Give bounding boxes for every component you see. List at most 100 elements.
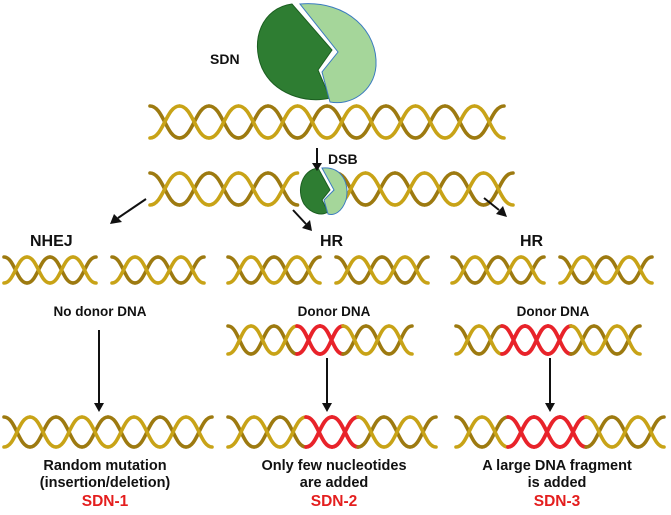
dna-strand-front — [2, 415, 32, 449]
sdn2-caption-line1: Only few nucleotides — [261, 458, 406, 474]
sdn3-title: SDN-3 — [534, 493, 581, 510]
sdn-label: SDN — [210, 51, 240, 67]
dna-strand-front — [226, 415, 256, 449]
dna-strand-front — [341, 324, 368, 356]
donor-segment-strand — [523, 324, 550, 356]
arrow-to-nhej — [117, 198, 147, 219]
dna-strand-front — [615, 324, 642, 356]
donor-right-label: Donor DNA — [517, 304, 590, 319]
dna-strand-front — [158, 415, 188, 449]
arrow-to-hr-right — [483, 197, 500, 211]
arrow-to-hr-middle — [292, 209, 307, 225]
no-donor-label: No donor DNA — [54, 304, 147, 319]
dna-strand-front — [236, 104, 270, 140]
dna-strand-front — [148, 104, 182, 140]
sdn1-caption-line1: Random mutation — [43, 458, 166, 474]
dna-strand-front — [2, 255, 29, 285]
dna-strand-front — [295, 104, 329, 140]
dna-strand-front — [278, 415, 308, 449]
dna-strand-front — [249, 255, 276, 285]
dna-strand-front — [236, 171, 270, 207]
dna-strand-front — [266, 104, 300, 140]
arrow-to-hr-right-head — [496, 206, 507, 217]
arrow-to-sdn1-head — [94, 403, 104, 412]
dna-strand-front — [295, 255, 322, 285]
dna-strand-front — [249, 324, 276, 356]
dna-strand-front — [443, 104, 477, 140]
dna-strand-front — [132, 415, 162, 449]
result-dna-sdn1 — [2, 415, 214, 449]
dna-strand-front — [382, 415, 412, 449]
dna-strand-front — [627, 255, 654, 285]
donor-segment-strand — [295, 324, 322, 356]
donor-dna-middle — [226, 324, 414, 356]
dna-strand-front — [272, 255, 299, 285]
dna-strand-front — [408, 415, 438, 449]
broken-dna-pieces — [2, 255, 654, 285]
dna-strand-front — [207, 104, 241, 140]
sdn2-caption-line2: are added — [300, 475, 369, 491]
dna-strand-front — [156, 255, 183, 285]
nhej-label: NHEJ — [30, 233, 73, 250]
result-dna-sdn2 — [226, 415, 438, 449]
arrow-to-sdn2-head — [322, 403, 332, 412]
donor-segment-strand — [506, 415, 536, 449]
donor-segment-strand — [304, 415, 334, 449]
dna-strand-front — [380, 255, 407, 285]
sdn1-title: SDN-1 — [82, 493, 129, 510]
dna-strand-front — [384, 104, 418, 140]
dna-strand-front — [610, 415, 640, 449]
dna-strand-front — [569, 324, 596, 356]
dna-strand-front — [581, 255, 608, 285]
donor-segment-strand — [500, 324, 527, 356]
sdn-cut-enzyme-icon — [300, 167, 348, 215]
donor-dna-right — [454, 324, 642, 356]
arrow-to-dsb-head — [312, 163, 322, 171]
dna-strand-front — [357, 255, 384, 285]
dna-strand-front — [28, 415, 58, 449]
sdn-enzyme-icon — [257, 3, 377, 104]
dna-strand-front — [604, 255, 631, 285]
dna-strand-front — [450, 255, 477, 285]
arrow-to-sdn3-head — [545, 403, 555, 412]
hr-middle-label: HR — [320, 233, 344, 250]
sdn3-caption-line2: is added — [528, 475, 587, 491]
dna-strand-front — [110, 255, 137, 285]
hr-right-label: HR — [520, 233, 544, 250]
donor-segment-strand — [558, 415, 588, 449]
dna-strand-front — [481, 171, 515, 207]
donor-segment-strand — [318, 324, 345, 356]
dna-strand-front — [54, 415, 84, 449]
dna-strand-front — [80, 415, 110, 449]
dna-strand-front — [519, 255, 546, 285]
sdn1-caption-line2: (insertion/deletion) — [40, 475, 171, 491]
dna-strand-front — [480, 415, 510, 449]
dna-strand-front — [334, 255, 361, 285]
arrow-to-nhej-head — [110, 214, 122, 224]
dna-strand-front — [454, 324, 481, 356]
dna-strand-front — [558, 255, 585, 285]
dna-strand-front — [496, 255, 523, 285]
dna-strand-front — [266, 171, 300, 207]
dna-strand-front — [472, 104, 506, 140]
dna-strand-front — [133, 255, 160, 285]
dna-strand-front — [356, 415, 386, 449]
dna-strand-front — [179, 255, 206, 285]
dna-strand-front — [584, 415, 614, 449]
dna-strand-front — [252, 415, 282, 449]
dna-cut-strand — [148, 171, 515, 207]
dna-strand-front — [477, 324, 504, 356]
dna-intact — [148, 104, 506, 140]
donor-segment-strand — [330, 415, 360, 449]
result-dna-sdn3 — [454, 415, 666, 449]
dna-strand-front — [452, 171, 486, 207]
dna-strand-front — [363, 171, 397, 207]
dna-strand-front — [393, 171, 427, 207]
dna-strand-front — [422, 171, 456, 207]
dna-strand-front — [354, 104, 388, 140]
dna-strand-front — [387, 324, 414, 356]
dna-strand-front — [226, 255, 253, 285]
sdn2-title: SDN-2 — [311, 493, 358, 510]
dna-strand-front — [272, 324, 299, 356]
